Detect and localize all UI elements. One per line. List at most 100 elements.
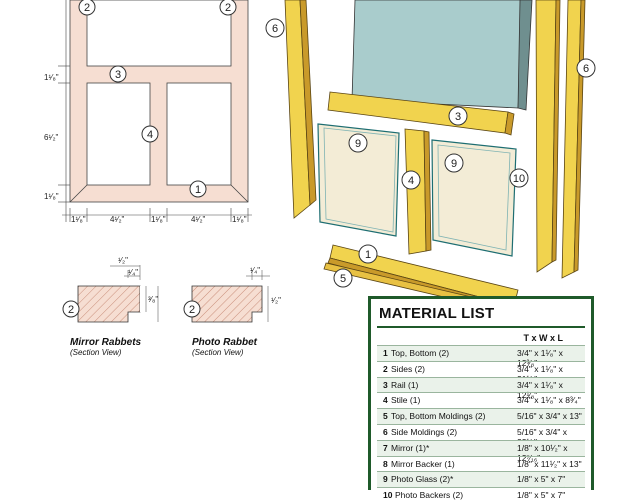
front-dimension-lines <box>58 0 252 222</box>
callout-1-front: 1 <box>189 180 207 198</box>
svg-text:10: 10 <box>513 173 525 185</box>
part-name: Stile (1) <box>391 395 421 406</box>
left-photo-opening <box>86 82 151 186</box>
part-dimensions: 3/4" x 1¹⁄₈" x 12¹⁄₈" <box>517 379 563 400</box>
part-number: 10 <box>383 490 393 501</box>
part-name: Side Moldings (2) <box>391 426 458 437</box>
callout-3-exploded: 3 <box>448 106 468 126</box>
dim-h3: 1¹⁄₈" <box>151 215 166 224</box>
part-dimensions: 1/8" x 10¹⁄₂" x 12⁷⁄₁₆" <box>517 442 568 463</box>
part-name: Photo Glass (2)* <box>391 474 454 485</box>
dim-p1: ¹⁄₄" <box>250 266 260 275</box>
part-name: Photo Backers (2) <box>395 490 464 501</box>
svg-text:3: 3 <box>115 69 121 81</box>
svg-text:9: 9 <box>451 158 457 170</box>
callout-6-left: 6 <box>265 18 285 38</box>
mirror-glass <box>351 0 526 109</box>
svg-text:6: 6 <box>583 63 589 75</box>
dim-v3: 1¹⁄₈" <box>44 192 59 201</box>
part-name: Rail (1) <box>391 379 419 390</box>
part-dimensions: 3/4" x 1¹⁄₈" x 12³⁄₈" <box>517 348 563 368</box>
callout-1-exploded: 1 <box>358 244 378 264</box>
svg-text:1: 1 <box>195 184 201 196</box>
callout-9-left: 9 <box>348 133 368 153</box>
part-dimensions: 5/16" x 3/4" x 13" <box>517 411 582 422</box>
callout-2-right: 2 <box>219 0 237 16</box>
front-view-frame <box>69 0 249 203</box>
photo-panel-left <box>317 123 400 237</box>
exploded-view <box>284 0 586 313</box>
mirror-opening <box>86 0 232 67</box>
callout-6-right: 6 <box>576 58 596 78</box>
dim-m1: ¹⁄₂" <box>118 256 128 265</box>
dim-h4: 4¹⁄₂" <box>191 215 206 224</box>
dim-h2: 4¹⁄₂" <box>110 215 125 224</box>
part-number: 2 <box>383 363 388 374</box>
part-dimensions: 1/8" x 11¹⁄₂" x 13" <box>517 458 582 469</box>
svg-text:2: 2 <box>84 2 90 14</box>
svg-text:1: 1 <box>365 249 371 261</box>
part-number: 3 <box>383 379 388 390</box>
part-dimensions: 3/4" x 1¹⁄₈" x 8³⁄₄" <box>517 395 581 406</box>
dim-v1: 1¹⁄₈" <box>44 73 59 82</box>
part-dimensions: 1/8" x 5" x 7" <box>517 490 566 501</box>
part-number: 5 <box>383 411 388 422</box>
photo-rabbet-caption: Photo Rabbet (Section View) <box>192 337 257 357</box>
part-number: 1 <box>383 348 388 358</box>
mirror-rabbet-title: Mirror Rabbets <box>70 337 142 348</box>
part-name: Top, Bottom (2) <box>391 348 450 358</box>
callout-4-front: 4 <box>141 125 159 143</box>
svg-text:4: 4 <box>147 129 153 141</box>
dim-h5: 1¹⁄₈" <box>232 215 247 224</box>
dim-h1: 1¹⁄₈" <box>71 215 86 224</box>
dim-v2: 6¹⁄₂" <box>44 133 59 142</box>
part-number: 7 <box>383 442 388 453</box>
svg-text:5: 5 <box>340 273 346 285</box>
part-dimensions: 1/8" x 5" x 7" <box>517 474 566 485</box>
part-number: 8 <box>383 458 388 469</box>
callout-2-left: 2 <box>78 0 96 16</box>
part-name: Mirror Backer (1) <box>391 458 455 469</box>
svg-text:6: 6 <box>272 23 278 35</box>
callout-5: 5 <box>333 268 353 288</box>
dim-m2: ¹⁄₄" <box>128 268 138 277</box>
right-photo-opening <box>166 82 232 186</box>
mirror-rabbet-caption: Mirror Rabbets (Section View) <box>70 337 141 357</box>
callout-2-mirror-section: 2 <box>62 300 80 318</box>
part-name: Sides (2) <box>391 363 426 374</box>
material-list-header: T x W x L <box>523 333 563 343</box>
part-number: 9 <box>383 474 388 485</box>
photo-rabbet-title: Photo Rabbet <box>192 337 257 348</box>
photo-rabbet-section <box>191 270 270 323</box>
svg-text:3: 3 <box>455 111 461 123</box>
photo-rabbet-subtitle: (Section View) <box>192 348 244 357</box>
material-list-divider <box>377 326 585 328</box>
svg-text:2: 2 <box>225 2 231 14</box>
stile <box>404 128 427 255</box>
part-number: 6 <box>383 426 388 437</box>
part-name: Top, Bottom Moldings (2) <box>391 411 486 422</box>
callout-10: 10 <box>509 168 529 188</box>
callout-4-exploded: 4 <box>401 170 421 190</box>
mirror-rabbet-section <box>77 265 159 323</box>
callout-3-front: 3 <box>109 65 127 83</box>
svg-text:9: 9 <box>355 138 361 150</box>
callout-2-photo-section: 2 <box>183 300 201 318</box>
svg-text:2: 2 <box>68 304 74 316</box>
part-number: 4 <box>383 395 388 406</box>
mirror-rabbet-subtitle: (Section View) <box>70 348 122 357</box>
part-name: Mirror (1)* <box>391 442 430 453</box>
svg-text:4: 4 <box>408 175 414 187</box>
woodworking-diagram: 1¹⁄₈" 6¹⁄₂" 1¹⁄₈" 1¹⁄₈" 4¹⁄₂" 1¹⁄₈" 4¹⁄₂… <box>44 0 596 323</box>
dim-p2: ¹⁄₂" <box>271 296 281 305</box>
